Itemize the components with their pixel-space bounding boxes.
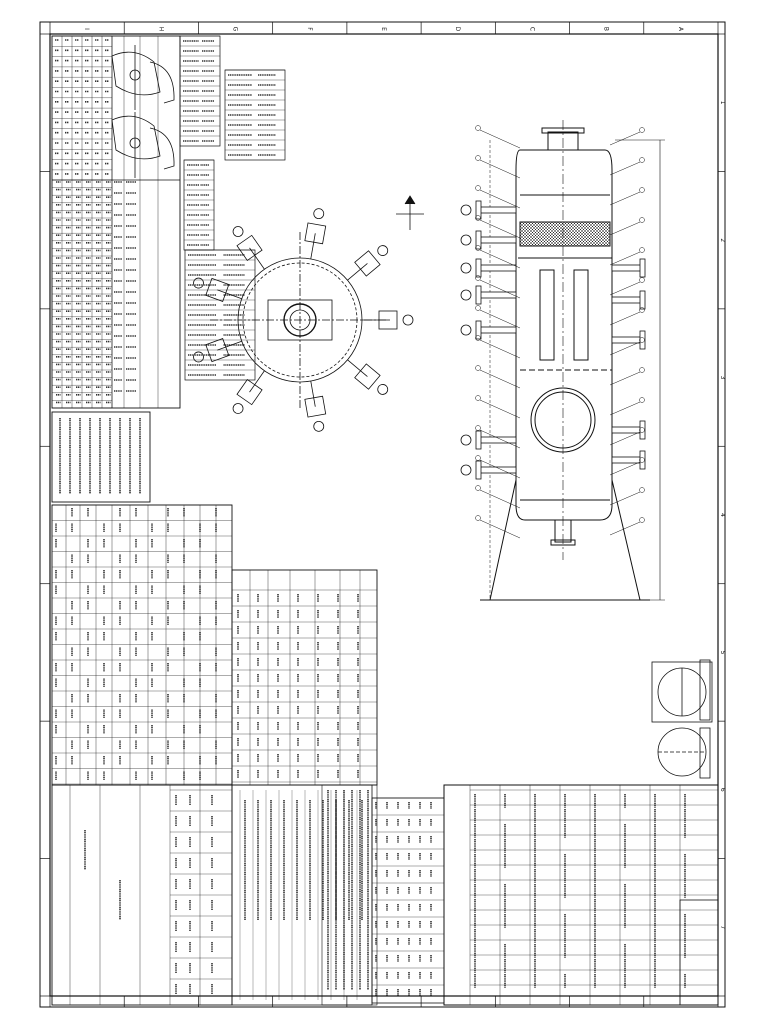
zone-letter: F (306, 27, 313, 31)
zone-markers-side: 1 2 3 4 5 6 7 (40, 33, 726, 997)
zone-letter: I (83, 28, 90, 30)
vessel-elevation-view (480, 120, 665, 601)
zone-letter: A (677, 27, 684, 32)
zone-number: 7 (719, 925, 726, 929)
plan-view (193, 208, 414, 432)
zone-letter: D (454, 27, 461, 32)
zone-letter: E (380, 27, 387, 31)
elevation-nozzles (460, 200, 646, 480)
title-block (443, 784, 719, 1006)
zone-letter: H (157, 27, 164, 32)
zone-letter: C (528, 27, 535, 31)
zone-number: 5 (719, 651, 726, 655)
revision-block (51, 784, 233, 1006)
design-data-table (51, 504, 233, 786)
detail-views (651, 659, 713, 779)
nozzle-table (51, 35, 181, 409)
spec-tables (179, 35, 286, 381)
zone-letter: G (232, 27, 239, 32)
notes-box (51, 411, 151, 503)
material-tables (231, 569, 445, 1006)
zone-number: 6 (719, 788, 726, 792)
sheet-outer-frame (39, 21, 726, 1008)
sheet-inner-frame (49, 33, 719, 997)
zone-number: 4 (719, 513, 726, 517)
nozzle-detail-sketches (111, 45, 175, 178)
zone-number: 2 (719, 238, 726, 242)
zone-letter: B (603, 27, 610, 31)
zone-number: 1 (719, 101, 726, 105)
north-arrow-icon (396, 195, 424, 230)
zone-number: 3 (719, 376, 726, 380)
leader-lines (475, 125, 645, 539)
